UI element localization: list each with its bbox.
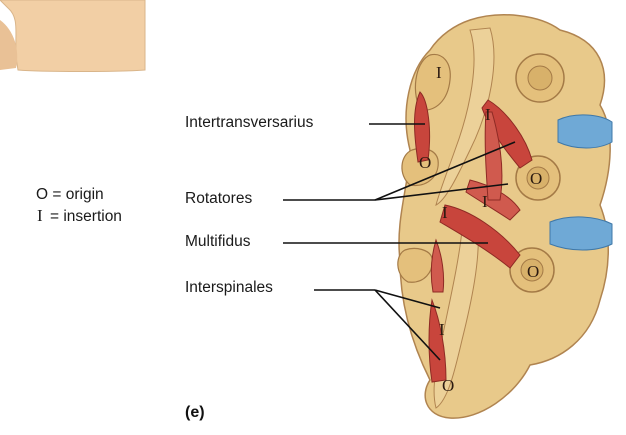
skin-curve bbox=[0, 20, 17, 70]
panel-label: (e) bbox=[185, 404, 205, 422]
intervertebral-disc-1 bbox=[558, 115, 612, 148]
marker-origin-2: O bbox=[530, 169, 542, 188]
legend-insertion-letter: I bbox=[37, 206, 43, 225]
legend-origin-letter: O bbox=[36, 186, 48, 203]
label-rotatores: Rotatores bbox=[185, 190, 252, 208]
marker-insertion-5: I bbox=[439, 320, 445, 339]
legend-origin: O = origin bbox=[36, 186, 104, 204]
label-intertransversarius: Intertransversarius bbox=[185, 114, 313, 132]
marker-origin-4: O bbox=[442, 376, 454, 395]
label-multifidus: Multifidus bbox=[185, 233, 250, 251]
marker-insertion-2: I bbox=[485, 105, 491, 124]
legend-origin-text: = origin bbox=[52, 186, 103, 203]
marker-insertion-3: I bbox=[442, 203, 448, 222]
marker-insertion-1: I bbox=[436, 63, 442, 82]
marker-origin-3: O bbox=[527, 262, 539, 281]
marker-origin-1: O bbox=[419, 153, 431, 172]
label-interspinales: Interspinales bbox=[185, 279, 273, 297]
intervertebral-disc-2 bbox=[550, 217, 612, 250]
legend-insertion-text: = insertion bbox=[50, 208, 122, 225]
legend-insertion: I = insertion bbox=[37, 206, 122, 226]
marker-insertion-4: I bbox=[482, 192, 488, 211]
skin-region bbox=[0, 0, 145, 72]
